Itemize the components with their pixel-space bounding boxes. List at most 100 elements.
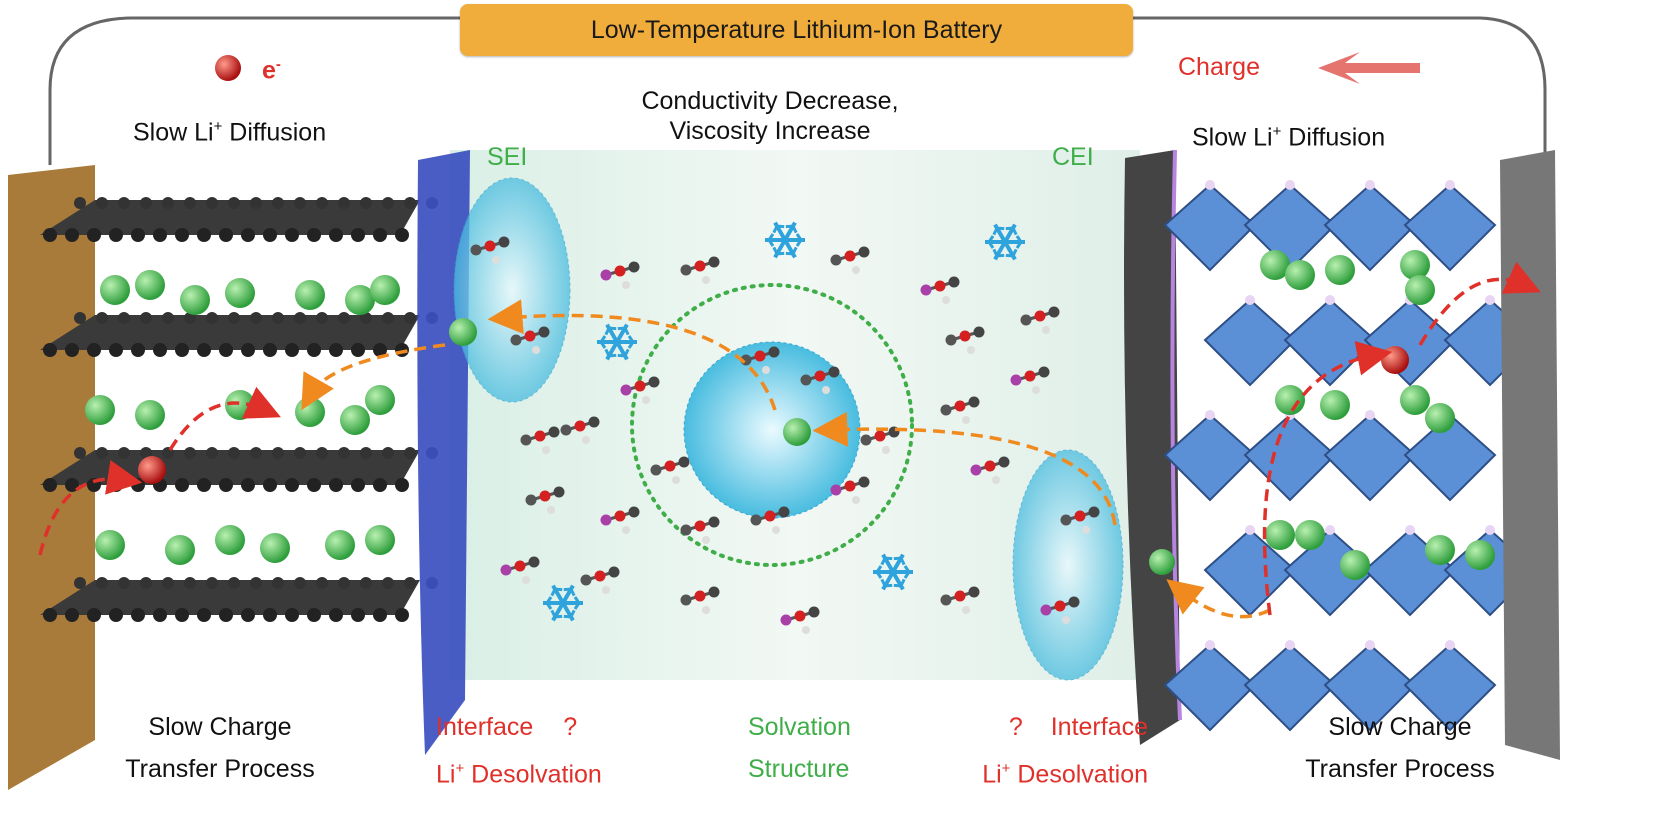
carbon-atom [404,312,416,324]
central-li-ion [783,418,811,446]
snowflake-icon [765,221,805,259]
oxygen-atom [1205,180,1215,190]
carbon-atom [708,516,720,528]
li-ion [1285,260,1315,290]
snowflake-icon [543,584,583,622]
text: Slow Charge [148,713,292,741]
carbon-atom [175,343,189,357]
oxygen-atom [1074,510,1086,522]
li-ion [345,285,375,315]
carbon-atom [250,197,262,209]
oxygen-atom [694,590,706,602]
oxygen-atom [954,400,966,412]
li-ion [365,525,395,555]
atom [525,494,537,506]
carbon-atom [74,577,86,589]
carbon-atom [360,197,372,209]
oxygen-atom [694,520,706,532]
li-ion [1325,255,1355,285]
atom [680,264,692,276]
oxygen-atom [1405,525,1415,535]
text: Slow Charge [1328,713,1472,741]
carbon-atom [197,478,211,492]
text: + [213,118,223,135]
co-octahedron [1363,298,1457,387]
title-banner: Low-Temperature Lithium-Ion Battery [460,4,1133,56]
cei-solvation-ellipse [1012,449,1124,681]
li-ion [135,400,165,430]
oxygen-atom [594,570,606,582]
oxygen-atom [1365,410,1375,420]
li-ion [365,385,395,415]
snowflake-icon [597,323,637,361]
electrolyte-line2: Viscosity Increase [669,117,871,145]
hydrogen-atom [622,281,630,289]
left-charge-transfer-label: Slow Charge Transfer Process [115,706,325,790]
li-ion [1265,520,1295,550]
carbon-atom [175,228,189,242]
carbon-atom [184,197,196,209]
carbon-atom [250,577,262,589]
hydrogen-atom [942,296,950,304]
hydrogen-atom [522,576,530,584]
carbon-atom [588,416,600,428]
li-ion [1465,540,1495,570]
snowflake-arm [993,223,1017,261]
carbon-atom [96,312,108,324]
li-ion [260,533,290,563]
carbon-atom [109,608,123,622]
carbon-atom [404,447,416,459]
hydrogen-atom [542,446,550,454]
carbon-atom [382,197,394,209]
li-ion [100,275,130,305]
graphite-layer [40,200,420,235]
snowflake-tip [875,565,911,579]
carbon-atom [228,577,240,589]
oxygen-atom [1205,640,1215,650]
hydrogen-atom [1062,616,1070,624]
carbon-atom [65,343,79,357]
carbon-atom [43,228,57,242]
carbon-atom [140,447,152,459]
solvation-outer-dotted-circle [630,283,914,567]
oxygen-atom [1485,295,1495,305]
carbon-atom [351,343,365,357]
carbon-atom [538,326,550,338]
li-ion [295,280,325,310]
atom [800,374,812,386]
co-octahedron [1323,413,1417,502]
hydrogen-atom [852,266,860,274]
carbon-atom [316,312,328,324]
question-mark: ? [1008,713,1023,741]
sei-label: SEI [487,143,528,171]
oxygen-atom [1205,410,1215,420]
text: Interface [436,713,534,741]
carbon-atom [263,478,277,492]
atom [1060,514,1072,526]
carbon-atom [162,197,174,209]
carbon-atom [648,376,660,388]
text: + [1001,760,1011,777]
hydrogen-atom [962,416,970,424]
carbon-atom [1088,506,1100,518]
snowflake-tip [599,335,635,349]
carbon-atom [184,577,196,589]
oxygen-atom [1054,600,1066,612]
atom [1020,314,1032,326]
carbon-atom [153,608,167,622]
hydrogen-atom [992,476,1000,484]
carbon-atom [360,312,372,324]
carbon-atom [206,197,218,209]
li-ion [1400,250,1430,280]
atom [830,484,842,496]
atom [830,254,842,266]
electron-label-text: e [262,56,276,85]
carbon-atom [285,343,299,357]
carbon-atom [250,312,262,324]
oxygen-atom [1325,525,1335,535]
right-charge-transfer-label: Slow Charge Transfer Process [1290,706,1510,790]
oxygen-atom [1034,310,1046,322]
carbon-atom [272,312,284,324]
carbon-atom [241,343,255,357]
sei-solvation-ellipse [453,177,571,403]
